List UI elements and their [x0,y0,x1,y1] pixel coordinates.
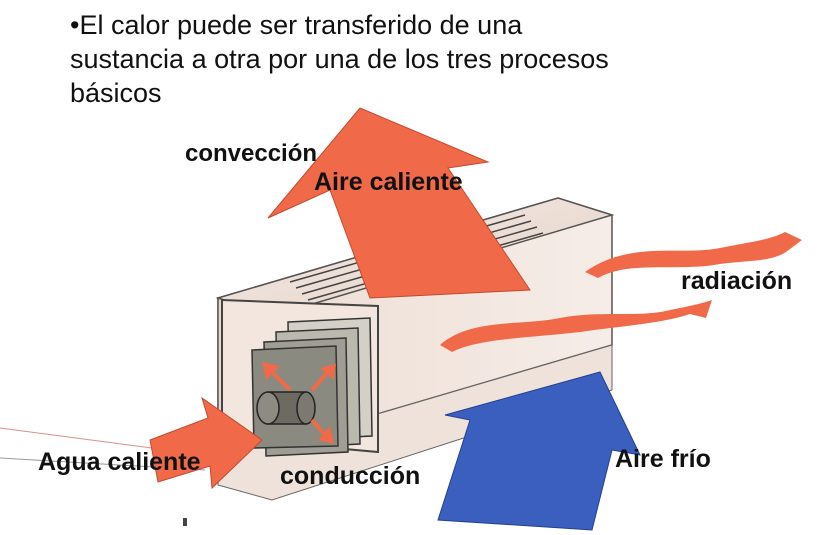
label-agua-caliente: Agua caliente [38,448,201,476]
convection-arrow [267,107,531,299]
bullet-line-1: •El calor puede ser transferido de una [70,10,523,40]
bullet-line-2: sustancia a otra por una de los tres pro… [70,44,609,74]
hot-water-arrow [149,396,263,490]
cold-air-arrow [437,371,641,531]
radiation-arrow-upper [585,232,802,278]
conduction-arrows [262,362,336,444]
label-conduccion: conducción [280,462,420,490]
bullet-text: •El calor puede ser transferido de una s… [70,8,790,110]
bullet-line-3: básicos [70,78,162,108]
label-aire-caliente: Aire caliente [314,168,463,196]
label-aire-frio: Aire frío [615,445,711,473]
label-conveccion: convección [185,140,317,167]
bottom-mark [183,518,187,526]
radiation-arrow-lower [440,300,712,352]
label-radiacion: radiación [681,267,792,295]
pipe [256,391,316,425]
